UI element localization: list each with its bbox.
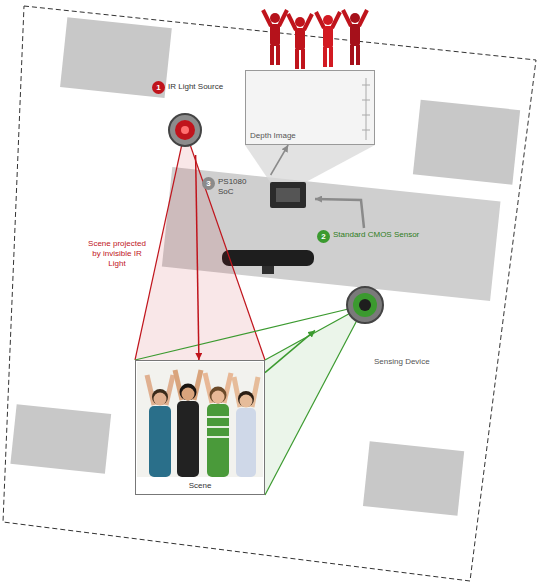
depth-silhouette bbox=[316, 12, 340, 67]
cmos-lens-ring bbox=[353, 293, 377, 317]
hair bbox=[238, 391, 254, 407]
grey-band bbox=[413, 100, 520, 185]
connector bbox=[196, 155, 199, 360]
depth-image-panel: Depth Image bbox=[245, 70, 375, 145]
person bbox=[205, 373, 231, 477]
callout-number: 1 bbox=[152, 81, 165, 94]
kinect-device bbox=[222, 250, 314, 266]
hair bbox=[180, 384, 197, 401]
kinect-stand bbox=[262, 266, 274, 274]
scale-tick bbox=[362, 85, 370, 86]
sensor-ray bbox=[265, 305, 365, 495]
face bbox=[212, 391, 225, 404]
person bbox=[147, 375, 173, 477]
grey-bands bbox=[10, 16, 525, 518]
connector bbox=[265, 330, 315, 372]
shirt bbox=[236, 408, 256, 477]
grey-band bbox=[363, 441, 464, 516]
ir-ray bbox=[185, 130, 265, 360]
depth-silhouette bbox=[343, 10, 367, 65]
node-text: IR Light Source bbox=[168, 82, 238, 92]
cmos-lens-housing bbox=[347, 287, 383, 323]
callout-number: 3 bbox=[202, 177, 215, 190]
device-label: Sensing Device bbox=[372, 356, 452, 368]
grey-band bbox=[60, 17, 172, 98]
depth-silhouette bbox=[288, 14, 312, 69]
depth-image-ground bbox=[245, 70, 375, 145]
connector bbox=[315, 199, 364, 228]
face bbox=[182, 388, 195, 401]
scale-line bbox=[366, 78, 367, 140]
hair bbox=[152, 389, 168, 405]
node-text: Standard CMOS Sensor bbox=[333, 230, 421, 240]
soc-chip-die bbox=[276, 188, 300, 202]
stripe bbox=[207, 436, 229, 438]
stripe bbox=[207, 416, 229, 418]
scale-tick bbox=[362, 115, 370, 116]
scene-box: Scene bbox=[135, 360, 265, 495]
callout-number: 2 bbox=[317, 230, 330, 243]
scale-tick bbox=[362, 100, 370, 101]
projection-beam bbox=[245, 145, 375, 182]
grey-band bbox=[10, 404, 111, 474]
node-text: PS1080 SoC bbox=[218, 177, 262, 197]
ir-lens-glint bbox=[181, 126, 189, 134]
cmos-sensor: Standard CMOS Sensor bbox=[315, 228, 425, 340]
depth-scale bbox=[362, 78, 370, 140]
sensor-beam bbox=[265, 305, 365, 495]
scale-tick bbox=[362, 130, 370, 131]
node-text: Depth Image bbox=[250, 131, 370, 141]
sensor-ray bbox=[135, 305, 365, 360]
cmos-lens bbox=[359, 299, 371, 311]
person bbox=[234, 377, 258, 477]
soc-chip: PS1080 SoC bbox=[200, 175, 315, 220]
ir-lens-housing bbox=[169, 114, 201, 146]
shirt bbox=[177, 401, 199, 477]
connector bbox=[271, 145, 289, 175]
soc-chip-body bbox=[270, 182, 306, 208]
stripe bbox=[207, 426, 229, 428]
face bbox=[240, 395, 253, 408]
face bbox=[154, 393, 167, 406]
ir-lens bbox=[175, 120, 195, 140]
shirt bbox=[207, 404, 229, 477]
page-outline bbox=[3, 6, 536, 581]
scene-photo bbox=[137, 362, 263, 477]
person bbox=[175, 370, 201, 477]
beam-note: Scene projected by invisible IR Light bbox=[86, 238, 148, 270]
depth-silhouette bbox=[263, 10, 287, 65]
shirt bbox=[149, 406, 171, 477]
node-text: Scene bbox=[140, 481, 260, 491]
ir-beam bbox=[135, 130, 265, 360]
hair bbox=[210, 387, 227, 404]
